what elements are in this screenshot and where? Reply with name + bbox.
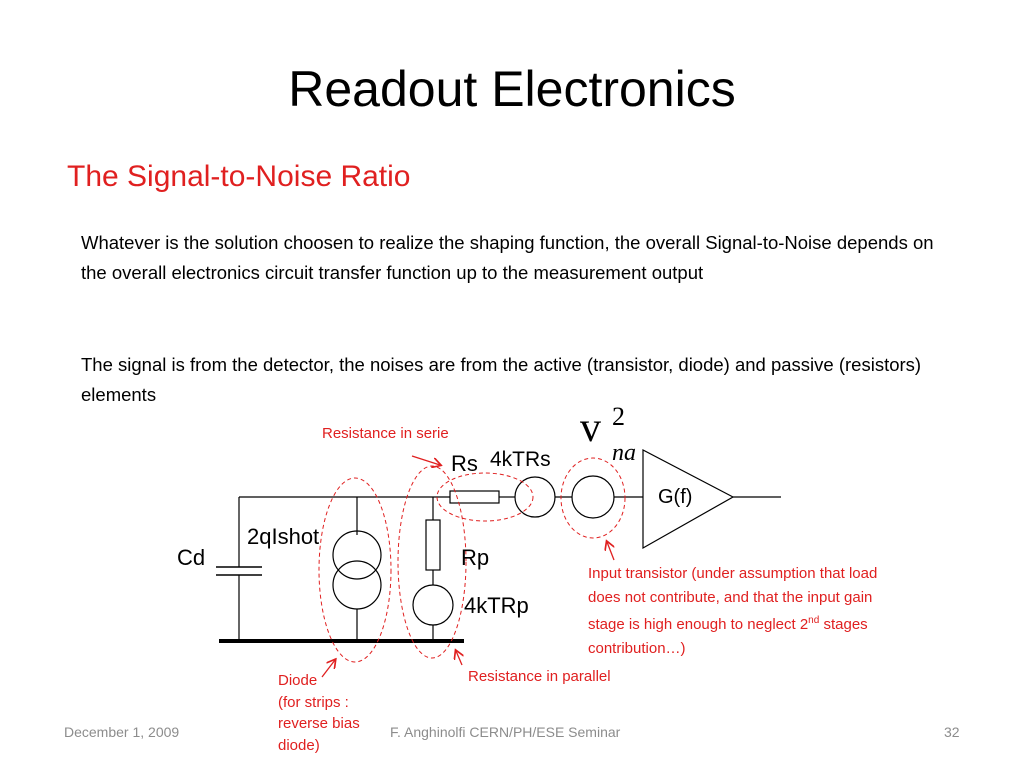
paragraph-noise-sources: The signal is from the detector, the noi… [81, 354, 922, 405]
input-note-line3-sup: nd [808, 615, 820, 626]
rp-resistor [425, 519, 441, 571]
diode-note-line1: Diode [278, 672, 318, 689]
input-note-line4: contribution…) [588, 639, 686, 657]
rp-ellipse [397, 465, 467, 659]
vna-subscript: na [612, 440, 636, 466]
input-note-line1: Input transistor (under assumption that … [588, 565, 878, 582]
diode-note-line4: diode) [278, 736, 320, 754]
annotation-input-transistor: Input transistor (under assumption that … [588, 562, 968, 660]
input-note-line3-a: stage is high enough to neglect 2 [588, 616, 809, 633]
rp-noise-label: 4kTRp [464, 593, 529, 618]
input-noise-source [571, 475, 615, 519]
diode-note-line2: (for strips : [278, 693, 349, 711]
rs-noise-label: 4kTRs [490, 448, 551, 471]
slide-subtitle: The Signal-to-Noise Ratio [67, 160, 411, 193]
annotation-diode: Diode (for strips : reverse bias diode) [278, 670, 388, 756]
annotation-resistance-parallel: Resistance in parallel [468, 668, 611, 685]
vna-base: v [580, 405, 601, 451]
serie-arrow [411, 455, 440, 465]
shot-noise-source-upper [332, 530, 382, 580]
input-arrow [607, 542, 614, 561]
input-ellipse [560, 457, 626, 539]
rp-label: Rp [461, 545, 490, 570]
vna-superscript: 2 [612, 402, 625, 431]
footer-date: December 1, 2009 [64, 724, 180, 740]
shot-noise-label: 2qIshot [247, 524, 320, 549]
amplifier-label: G(f) [658, 486, 693, 508]
amplifier-triangle [642, 449, 735, 550]
shot-noise-source-lower [332, 560, 382, 610]
diode-ellipse [318, 477, 392, 663]
rs-ellipse [436, 472, 534, 522]
footer-presenter: F. Anghinolfi CERN/PH/ESE Seminar [390, 724, 621, 740]
input-note-line3-b: stages [819, 616, 868, 633]
paragraph-overall-snr: Whatever is the solution choosen to real… [81, 232, 934, 283]
footer-page-number: 32 [944, 724, 960, 740]
cd-label: Cd [177, 545, 206, 570]
parallel-arrow [456, 651, 462, 666]
rp-noise-source [412, 584, 454, 626]
diode-arrow [321, 660, 335, 678]
slide-title: Readout Electronics [288, 61, 736, 117]
diode-note-line3: reverse bias [278, 715, 360, 732]
rs-noise-source [514, 476, 556, 518]
input-note-line2: does not contribute, and that the input … [588, 588, 873, 606]
input-note-line3: stage is high enough to neglect 2nd stag… [588, 609, 968, 637]
rs-label: Rs [451, 451, 478, 476]
annotation-resistance-serie: Resistance in serie [322, 425, 449, 442]
